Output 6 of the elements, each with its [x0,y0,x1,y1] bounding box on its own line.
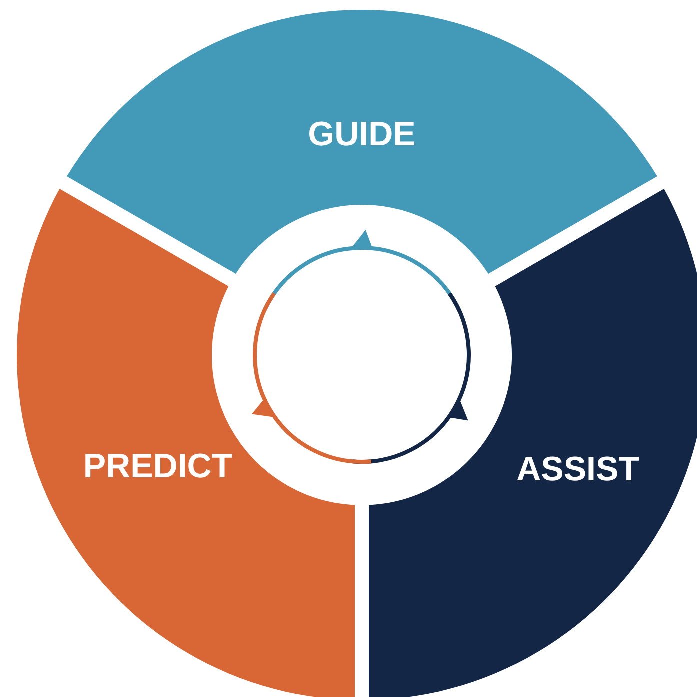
segment-shape [17,188,355,697]
segment-label: ASSIST [516,450,640,490]
segment-shape [66,10,658,274]
segment-label: PREDICT [83,447,233,486]
segment-shape [369,188,697,697]
segment-label: GUIDE [308,116,416,154]
